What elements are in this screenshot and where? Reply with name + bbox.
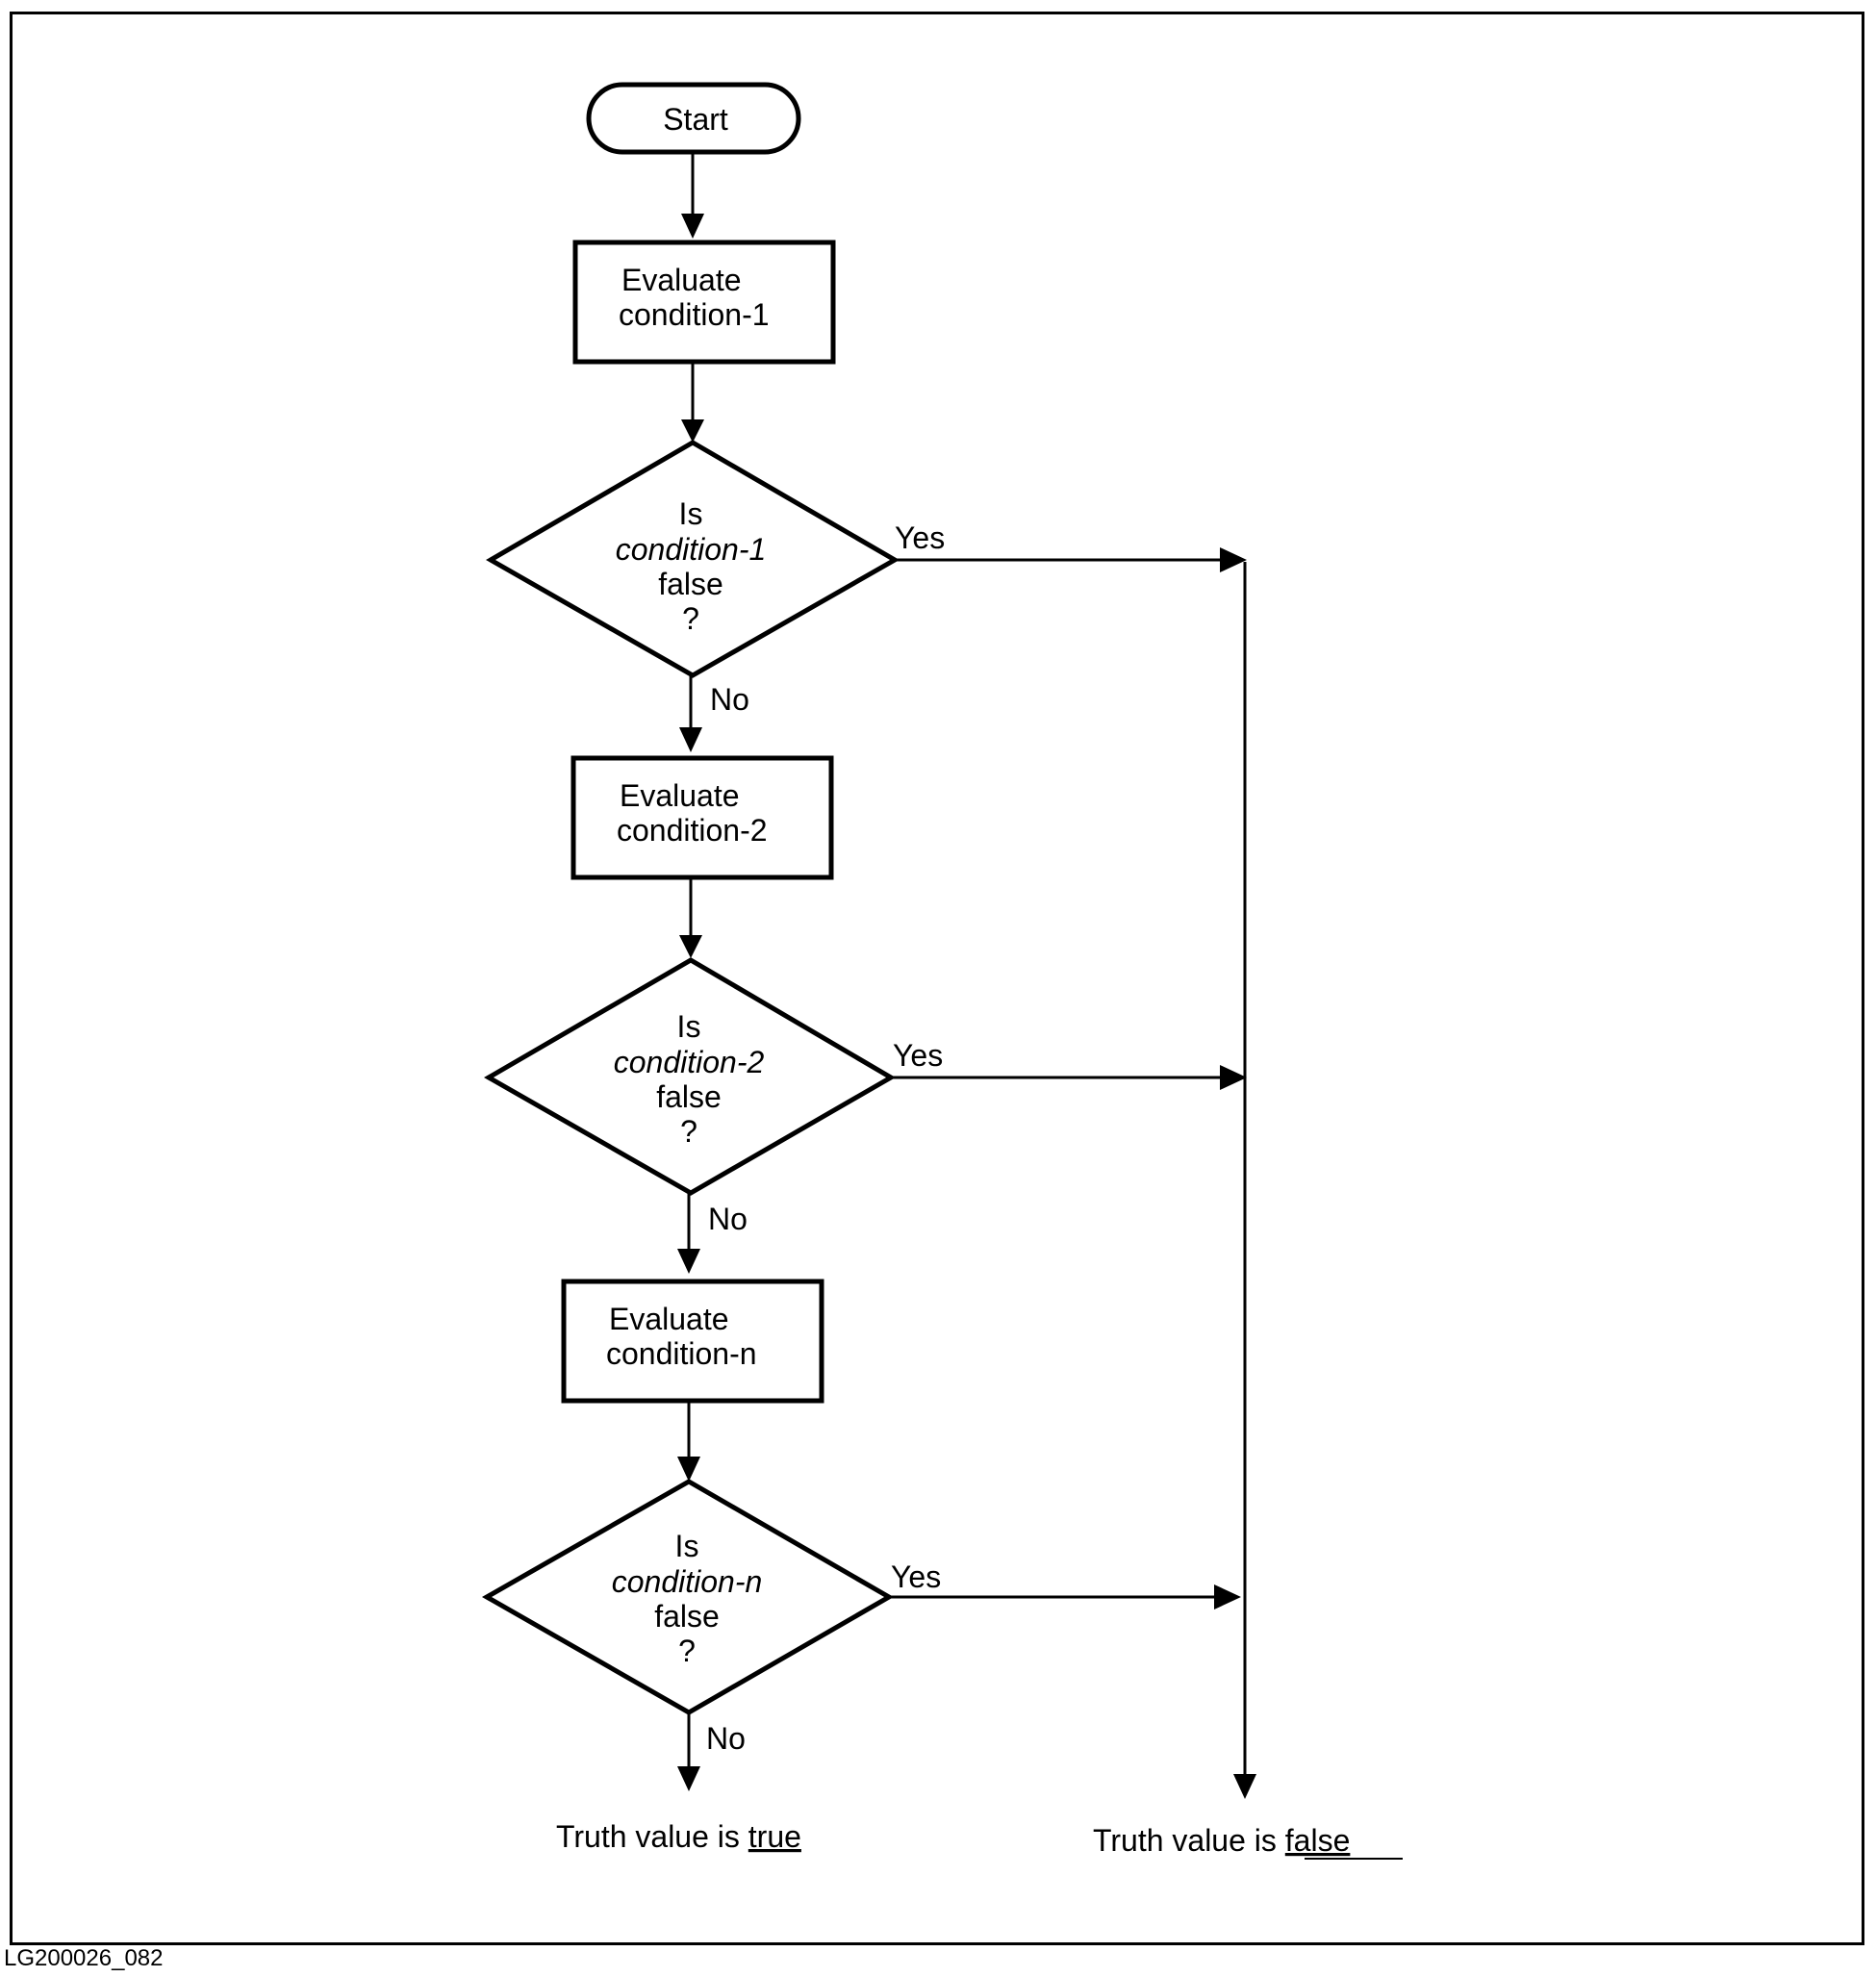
evaluate-2-line-2: condition-2	[617, 813, 768, 848]
no-label-1: No	[710, 682, 749, 717]
outcome-false-value: false	[1285, 1823, 1351, 1858]
false-collector-line	[1233, 562, 1256, 1799]
decision-n-line-1: Is	[675, 1529, 699, 1563]
decision-n-line-2: condition-n	[612, 1564, 763, 1599]
evaluate-box-1	[572, 240, 836, 365]
outcome-true: Truth value is true	[556, 1819, 801, 1854]
yes-label-2: Yes	[893, 1038, 943, 1073]
connector-yes-2	[891, 1065, 1247, 1090]
diagram-frame	[10, 12, 1864, 1945]
no-label-n: No	[706, 1721, 746, 1756]
connector-yes-n	[889, 1584, 1241, 1609]
connector-no-1	[679, 675, 702, 752]
outcome-false: Truth value is false	[1093, 1823, 1350, 1858]
connector-evaluate-n-to-decision-n	[677, 1401, 700, 1482]
decision-2-line-4: ?	[680, 1114, 697, 1149]
evaluate-2-line-1: Evaluate	[620, 778, 740, 813]
decision-1-line-4: ?	[682, 601, 699, 636]
outcome-true-value: true	[748, 1819, 801, 1854]
connector-no-2	[677, 1193, 700, 1274]
evaluate-n-line-1: Evaluate	[609, 1302, 729, 1336]
outcome-false-prefix: Truth value is	[1093, 1823, 1285, 1858]
connector-yes-1	[895, 547, 1247, 572]
evaluate-n-line-2: condition-n	[606, 1336, 757, 1371]
connector-start-to-evaluate-1	[681, 154, 704, 239]
figure-id: LG200026_082	[4, 1945, 164, 1971]
decision-2-line-1: Is	[677, 1009, 701, 1044]
decision-diamond-1	[485, 440, 900, 678]
decision-2-line-2: condition-2	[614, 1045, 765, 1079]
start-label: Start	[663, 102, 728, 137]
connector-no-n	[677, 1712, 700, 1791]
decision-1-line-1: Is	[679, 496, 703, 531]
yes-label-n: Yes	[891, 1559, 941, 1594]
decision-1-line-2: condition-1	[616, 532, 767, 567]
decision-2-line-3: false	[656, 1079, 722, 1114]
connector-evaluate-1-to-decision-1	[681, 362, 704, 443]
outcome-true-prefix: Truth value is	[556, 1819, 748, 1854]
yes-label-1: Yes	[895, 520, 945, 555]
evaluate-box-n	[561, 1279, 824, 1404]
evaluate-box-2	[570, 755, 834, 880]
no-label-2: No	[708, 1202, 748, 1236]
decision-n-line-3: false	[654, 1599, 720, 1634]
connector-evaluate-2-to-decision-2	[679, 877, 702, 958]
evaluate-1-line-2: condition-1	[619, 297, 770, 332]
decision-n-line-4: ?	[678, 1634, 696, 1668]
decision-1-line-3: false	[658, 567, 723, 601]
decision-diamond-2	[483, 957, 896, 1196]
evaluate-1-line-1: Evaluate	[621, 263, 742, 297]
start-terminator	[586, 82, 801, 155]
